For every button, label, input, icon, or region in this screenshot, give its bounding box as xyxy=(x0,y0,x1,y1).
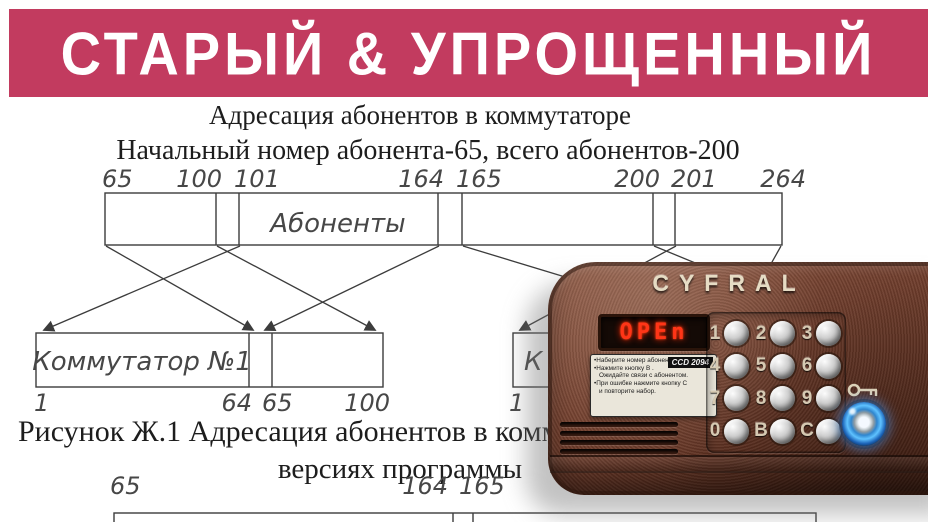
scale-label: 65 xyxy=(110,472,141,500)
speaker-slot xyxy=(560,431,678,436)
bottom-groove xyxy=(550,455,928,473)
commutator1-scale: 1 64 65 100 xyxy=(34,389,390,417)
led-display: OPEn xyxy=(598,314,710,351)
keypad-button xyxy=(816,418,841,444)
key-digit: 2 xyxy=(755,322,767,344)
keypad-button xyxy=(724,386,749,412)
scale-label: 164 xyxy=(398,165,444,193)
keypad-button xyxy=(724,321,749,347)
figure-caption-line2: версиях программы xyxy=(278,453,522,485)
scale-label: 201 xyxy=(671,165,717,193)
key-digit: 0 xyxy=(709,420,721,442)
title-banner: СТАРЫЙ & УПРОЩЕННЫЙ xyxy=(9,9,928,97)
key-digit: В xyxy=(754,420,768,442)
keypad-button xyxy=(770,386,795,412)
diagram-title-line2: Начальный номер абонента-65, всего абоне… xyxy=(116,135,739,166)
model-badge: CCD 2094 xyxy=(667,357,713,368)
scale-label: 100 xyxy=(344,389,390,417)
speaker-slot xyxy=(560,449,678,454)
keypad-button xyxy=(816,386,841,412)
keypad-row: 7 8 9 xyxy=(706,386,846,412)
figure-caption-line1: Рисунок Ж.1 Адресация абонентов в комм xyxy=(18,415,561,448)
scale-label: 65 xyxy=(102,165,133,193)
top-scale-labels: 65 100 101 164 165 200 201 264 xyxy=(102,165,806,193)
label-line: •Нажмите кнопку В . xyxy=(594,364,654,372)
banner-text: СТАРЫЙ & УПРОЩЕННЫЙ xyxy=(60,18,877,88)
subscribers-box-label: Абоненты xyxy=(268,209,405,239)
speaker-grille xyxy=(560,422,678,458)
keypad-row: 4 5 6 xyxy=(706,353,846,379)
scale-label: 165 xyxy=(459,472,505,500)
key-digit: 1 xyxy=(709,322,721,344)
intercom-device: CYFRAL OPEn CCD 2094 •Наберите номер або… xyxy=(548,262,928,495)
scale-label: 164 xyxy=(402,472,448,500)
keypad-button xyxy=(816,321,841,347)
subscribers-bar xyxy=(104,192,783,246)
commutator1-box xyxy=(35,332,384,388)
key-digit: 9 xyxy=(801,387,813,409)
speaker-slot xyxy=(560,440,678,445)
instruction-label: CCD 2094 •Наберите номер абонента. •Нажм… xyxy=(590,354,717,417)
key-digit: 5 xyxy=(755,355,767,377)
scale-label: 101 xyxy=(234,165,280,193)
keypad-button xyxy=(724,418,749,444)
scale-label: 200 xyxy=(614,165,660,193)
brand-logo: CYFRAL xyxy=(652,270,806,296)
keypad-button xyxy=(816,353,841,379)
key-icon xyxy=(847,383,878,397)
scale-label: 1 xyxy=(509,389,524,417)
scale-label: 165 xyxy=(456,165,502,193)
label-line: •Наберите номер абонента. xyxy=(594,357,677,364)
keypad-row: 1 2 3 xyxy=(706,321,846,347)
speaker-slot xyxy=(560,422,678,427)
diagram-title-line1: Адресация абонентов в коммутаторе xyxy=(209,100,631,130)
scale-label: 100 xyxy=(176,165,222,193)
key-digit: 3 xyxy=(801,322,813,344)
keypad-button xyxy=(770,353,795,379)
commutator2-label: К xyxy=(524,347,544,377)
keypad-button xyxy=(770,321,795,347)
commutator1-label: Коммутатор №1 xyxy=(32,347,251,377)
key-digit: 6 xyxy=(801,355,813,377)
led-display-text: OPEn xyxy=(619,320,689,345)
scale-label: 65 xyxy=(262,389,293,417)
keypad-button xyxy=(770,418,795,444)
keypad: 1 2 3 4 5 6 7 8 9 0 В С xyxy=(706,312,846,453)
key-digit: 4 xyxy=(709,355,721,377)
label-line: Ожидайте связи с абонентом. xyxy=(599,372,689,380)
key-digit: 7 xyxy=(709,387,721,409)
scale-label: 64 xyxy=(221,389,252,417)
key-digit: 8 xyxy=(755,387,767,409)
label-line: •При ошибке нажмите кнопку С xyxy=(594,380,688,388)
bottom-bar xyxy=(113,512,817,522)
keypad-button xyxy=(724,353,749,379)
scale-label: 264 xyxy=(760,165,806,193)
scale-label: 1 xyxy=(34,389,49,417)
key-reader-button xyxy=(842,402,886,446)
key-digit: С xyxy=(800,420,814,442)
keypad-row: 0 В С xyxy=(706,418,846,444)
label-line: и повторите набор. xyxy=(599,387,656,395)
